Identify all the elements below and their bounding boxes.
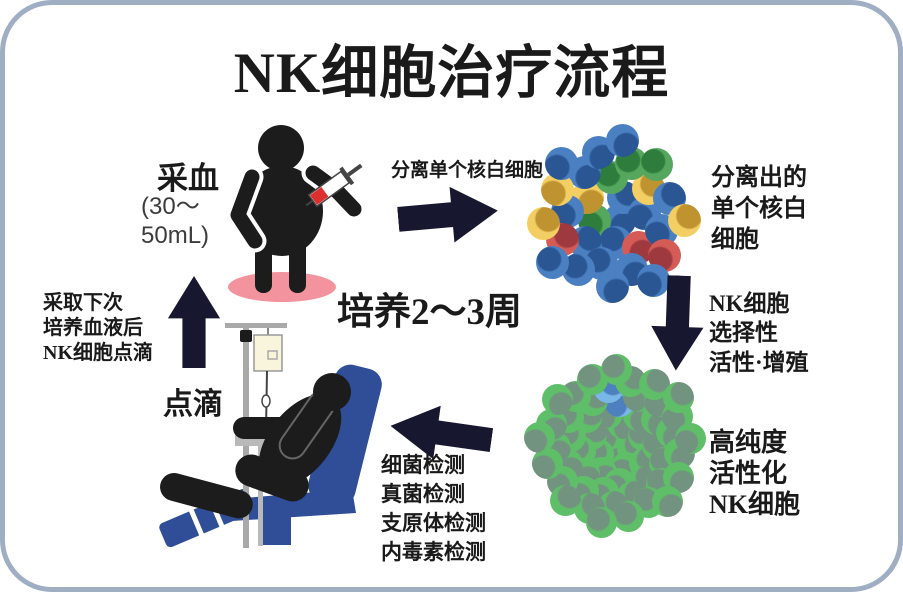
cell [667, 204, 701, 238]
nk-cell-cluster [521, 350, 711, 540]
reclining-patient-figure [160, 373, 351, 519]
arrow-down-icon [647, 275, 708, 372]
cell [612, 501, 644, 533]
cell [651, 486, 683, 518]
cell [586, 506, 618, 538]
syringe-icon [305, 163, 363, 208]
label-iv-drip: 点滴 [163, 388, 223, 421]
cell [662, 382, 694, 414]
cell [523, 422, 555, 454]
label-separate-step: 分离单个核白细胞 [391, 160, 544, 181]
iv-infusion-chair-icon [159, 323, 382, 548]
label-nk-selection: NK细胞 选择性 活性·增殖 [709, 291, 809, 375]
label-blood-volume: (30～ 50mL) [141, 193, 210, 249]
cell [600, 353, 632, 385]
mononuclear-cell-cluster [516, 121, 706, 311]
page-title: NK细胞治疗流程 [233, 42, 670, 105]
cell [595, 269, 629, 303]
cell [527, 206, 561, 240]
cell [549, 484, 581, 516]
label-culture-period: 培养2～3周 [337, 292, 522, 333]
cell [544, 147, 578, 181]
label-high-purity-nk: 高纯度 活性化 NK细胞 [709, 428, 801, 520]
label-blood-draw: 采血 [157, 161, 219, 196]
label-safety-tests: 细菌检测 真菌检测 支原体检测 内毒素检测 [381, 453, 486, 564]
label-next-collection: 采取下次 培养血液后 NK细胞点滴 [43, 292, 153, 364]
label-separated-cells: 分离出的 单个核白 细胞 [711, 165, 807, 254]
cell [637, 263, 671, 297]
cell [536, 246, 570, 280]
cell [542, 384, 574, 416]
floor-mat [228, 272, 336, 302]
cell [606, 124, 640, 158]
cell [640, 147, 674, 181]
arrow-up-icon [165, 276, 223, 368]
arrow-right-icon [395, 180, 500, 250]
cell [674, 423, 706, 455]
blood-draw-person-icon [226, 125, 365, 302]
